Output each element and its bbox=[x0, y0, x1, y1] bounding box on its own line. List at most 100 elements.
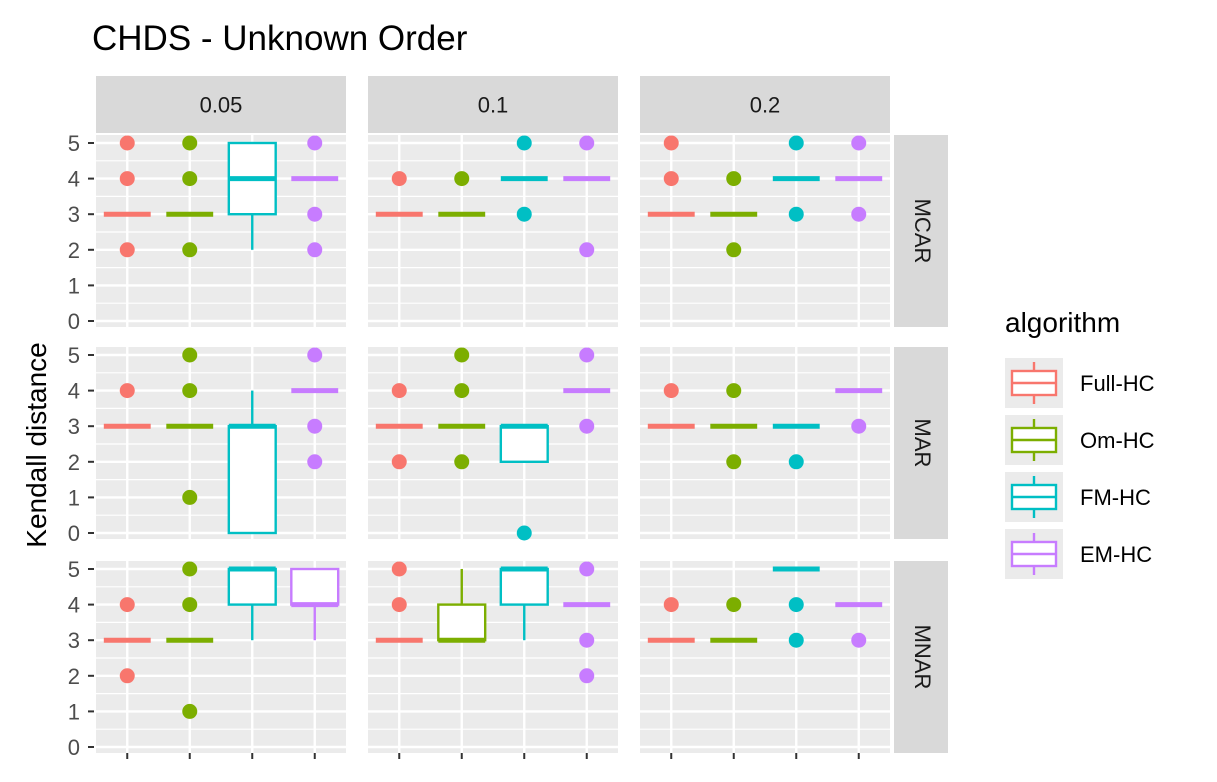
box-iqr bbox=[499, 425, 549, 464]
outlier-point bbox=[726, 171, 742, 187]
box-em-hc bbox=[291, 347, 339, 470]
box-em-hc bbox=[563, 135, 611, 258]
box-iqr bbox=[290, 567, 340, 606]
box-fm-hc bbox=[227, 566, 277, 641]
panel-background bbox=[96, 347, 346, 539]
outlier-point bbox=[579, 135, 595, 151]
box-em-hc bbox=[290, 567, 340, 641]
panel-background bbox=[640, 347, 890, 539]
outlier-point bbox=[391, 597, 407, 613]
facet-strip-col-0_2 bbox=[640, 76, 890, 133]
panel-mnar-0_05 bbox=[96, 561, 346, 759]
box-full-hc bbox=[647, 135, 695, 217]
outlier-point bbox=[516, 525, 532, 541]
panel-mar-0_1 bbox=[368, 347, 618, 541]
legend-label: FM-HC bbox=[1080, 485, 1151, 510]
box-fm-hc bbox=[227, 141, 277, 250]
outlier-point bbox=[307, 418, 323, 434]
legend-item-fm-hc: FM-HC bbox=[1005, 472, 1151, 522]
y-tick-label: 4 bbox=[68, 593, 80, 618]
y-tick-label: 0 bbox=[68, 309, 80, 334]
box-om-hc bbox=[710, 597, 758, 643]
y-tick-label: 1 bbox=[68, 485, 80, 510]
panel-mnar-0_2 bbox=[640, 561, 890, 759]
legend-item-full-hc: Full-HC bbox=[1005, 358, 1155, 408]
panel-background bbox=[96, 135, 346, 327]
outlier-point bbox=[851, 135, 867, 151]
box-fm-hc bbox=[772, 423, 820, 470]
box-full-hc bbox=[103, 383, 151, 429]
outlier-point bbox=[663, 597, 679, 613]
outlier-point bbox=[516, 206, 532, 222]
y-tick-label: 0 bbox=[68, 735, 80, 760]
y-tick-label: 4 bbox=[68, 379, 80, 404]
box-full-hc bbox=[375, 383, 423, 470]
outlier-point bbox=[726, 597, 742, 613]
outlier-point bbox=[182, 135, 198, 151]
box-full-hc bbox=[647, 597, 695, 643]
y-tick-label: 3 bbox=[68, 414, 80, 439]
outlier-point bbox=[182, 489, 198, 505]
outlier-point bbox=[307, 347, 323, 363]
panel-mcar-0_05 bbox=[96, 135, 346, 327]
box-full-hc bbox=[103, 135, 151, 258]
box-fm-hc bbox=[227, 390, 277, 535]
box-om-hc bbox=[166, 561, 214, 719]
box-em-hc bbox=[563, 561, 611, 684]
outlier-point bbox=[391, 171, 407, 187]
box-full-hc bbox=[647, 383, 695, 429]
outlier-point bbox=[663, 135, 679, 151]
outlier-point bbox=[579, 347, 595, 363]
box-iqr bbox=[227, 425, 277, 535]
facet-strip-row-label: MNAR bbox=[910, 625, 935, 690]
outlier-point bbox=[119, 597, 135, 613]
outlier-point bbox=[182, 242, 198, 258]
outlier-point bbox=[182, 383, 198, 399]
panel-background bbox=[368, 561, 618, 753]
box-iqr bbox=[437, 603, 487, 642]
facet-strip-row-label: MAR bbox=[910, 419, 935, 468]
outlier-point bbox=[851, 632, 867, 648]
box-em-hc bbox=[835, 135, 883, 222]
box-om-hc bbox=[438, 347, 486, 470]
y-tick-label: 1 bbox=[68, 273, 80, 298]
legend-label: EM-HC bbox=[1080, 542, 1152, 567]
outlier-point bbox=[307, 242, 323, 258]
outlier-point bbox=[454, 383, 470, 399]
facet-strip-col-0_05 bbox=[96, 76, 346, 133]
y-tick-label: 2 bbox=[68, 450, 80, 475]
outlier-point bbox=[391, 561, 407, 577]
outlier-point bbox=[119, 668, 135, 684]
outlier-point bbox=[182, 561, 198, 577]
outlier-point bbox=[663, 171, 679, 187]
panel-mcar-0_2 bbox=[640, 135, 890, 327]
y-tick-label: 3 bbox=[68, 628, 80, 653]
box-fm-hc bbox=[499, 423, 549, 541]
facet-strip-col-label: 0.1 bbox=[478, 93, 509, 118]
box-fm-hc bbox=[772, 566, 820, 648]
box-full-hc bbox=[375, 171, 423, 217]
y-tick-label: 5 bbox=[68, 343, 80, 368]
legend-item-em-hc: EM-HC bbox=[1005, 529, 1152, 579]
outlier-point bbox=[579, 561, 595, 577]
panel-background bbox=[368, 135, 618, 327]
legend-item-om-hc: Om-HC bbox=[1005, 415, 1155, 465]
box-em-hc bbox=[835, 388, 883, 434]
outlier-point bbox=[788, 135, 804, 151]
facet-strip-row-mar bbox=[894, 347, 948, 539]
y-tick-label: 4 bbox=[68, 167, 80, 192]
outlier-point bbox=[454, 347, 470, 363]
panel-background bbox=[368, 347, 618, 539]
box-iqr bbox=[499, 567, 549, 606]
outlier-point bbox=[788, 454, 804, 470]
box-om-hc bbox=[710, 383, 758, 470]
panel-background bbox=[640, 561, 890, 753]
outlier-point bbox=[119, 242, 135, 258]
y-tick-label: 0 bbox=[68, 521, 80, 546]
y-tick-label: 5 bbox=[68, 557, 80, 582]
facet-strip-row-mcar bbox=[894, 135, 948, 327]
outlier-point bbox=[726, 454, 742, 470]
panel-mar-0_2 bbox=[640, 347, 890, 539]
